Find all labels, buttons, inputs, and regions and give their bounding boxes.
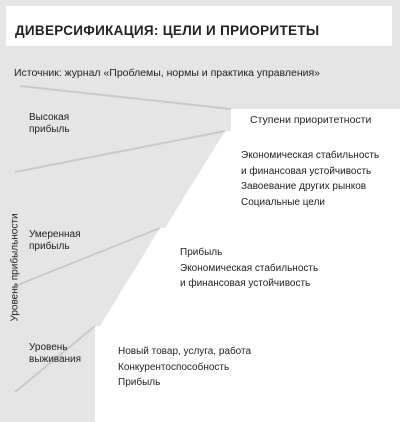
priority-steps-header: Ступени приоритетности (250, 114, 372, 126)
zone-divider-top (19, 85, 232, 110)
step-top-item: Социальные цели (241, 196, 326, 208)
staircase-area (95, 131, 400, 422)
step-middle-item: и финансовая устойчивость (180, 278, 311, 289)
zone-moderate-line-1: Умеренная (29, 229, 81, 240)
zone-survival-level: Уровень выживания (29, 342, 81, 366)
source-note: Источник: журнал «Проблемы, нормы и прак… (14, 67, 321, 79)
step-middle-list: Прибыль Экономическая стабильность и фин… (180, 245, 318, 292)
zone-survival-line-2: выживания (29, 354, 82, 365)
step-top-list: Экономическая стабильность и финансовая … (241, 148, 379, 210)
zone-divider-high (14, 130, 226, 173)
diagram-title: ДИВЕРСИФИКАЦИЯ: ЦЕЛИ И ПРИОРИТЕТЫ (15, 23, 320, 38)
step-top-item: и финансовая устойчивость (241, 165, 372, 177)
zone-divider-moderate (14, 227, 161, 287)
step-bottom-list: Новый товар, услуга, работа Конкурентосп… (118, 344, 251, 391)
step-top-item: Экономическая стабильность (241, 150, 380, 161)
zone-moderate-line-2: прибыль (29, 241, 70, 252)
priority-header-band (231, 109, 400, 131)
step-middle-item: Экономическая стабильность (180, 262, 319, 274)
step-bottom-item: Конкурентоспособность (118, 361, 230, 373)
zone-moderate-profit: Умеренная прибыль (29, 229, 80, 253)
zone-high-profit: Высокая прибыль (29, 112, 70, 136)
zone-high-line-2: прибыль (29, 124, 70, 135)
title-panel: ДИВЕРСИФИКАЦИЯ: ЦЕЛИ И ПРИОРИТЕТЫ (6, 6, 392, 46)
zone-survival-line-1: Уровень (29, 342, 68, 353)
step-middle-item: Прибыль (180, 247, 223, 258)
step-top-item: Завоевание других рынков (241, 181, 367, 192)
step-bottom-item: Новый товар, услуга, работа (118, 346, 252, 357)
zone-high-line-1: Высокая (29, 112, 70, 123)
y-axis-label: Уровень прибыльности (9, 213, 21, 322)
step-bottom-item: Прибыль (118, 377, 161, 388)
zone-divider-survival (14, 325, 96, 393)
